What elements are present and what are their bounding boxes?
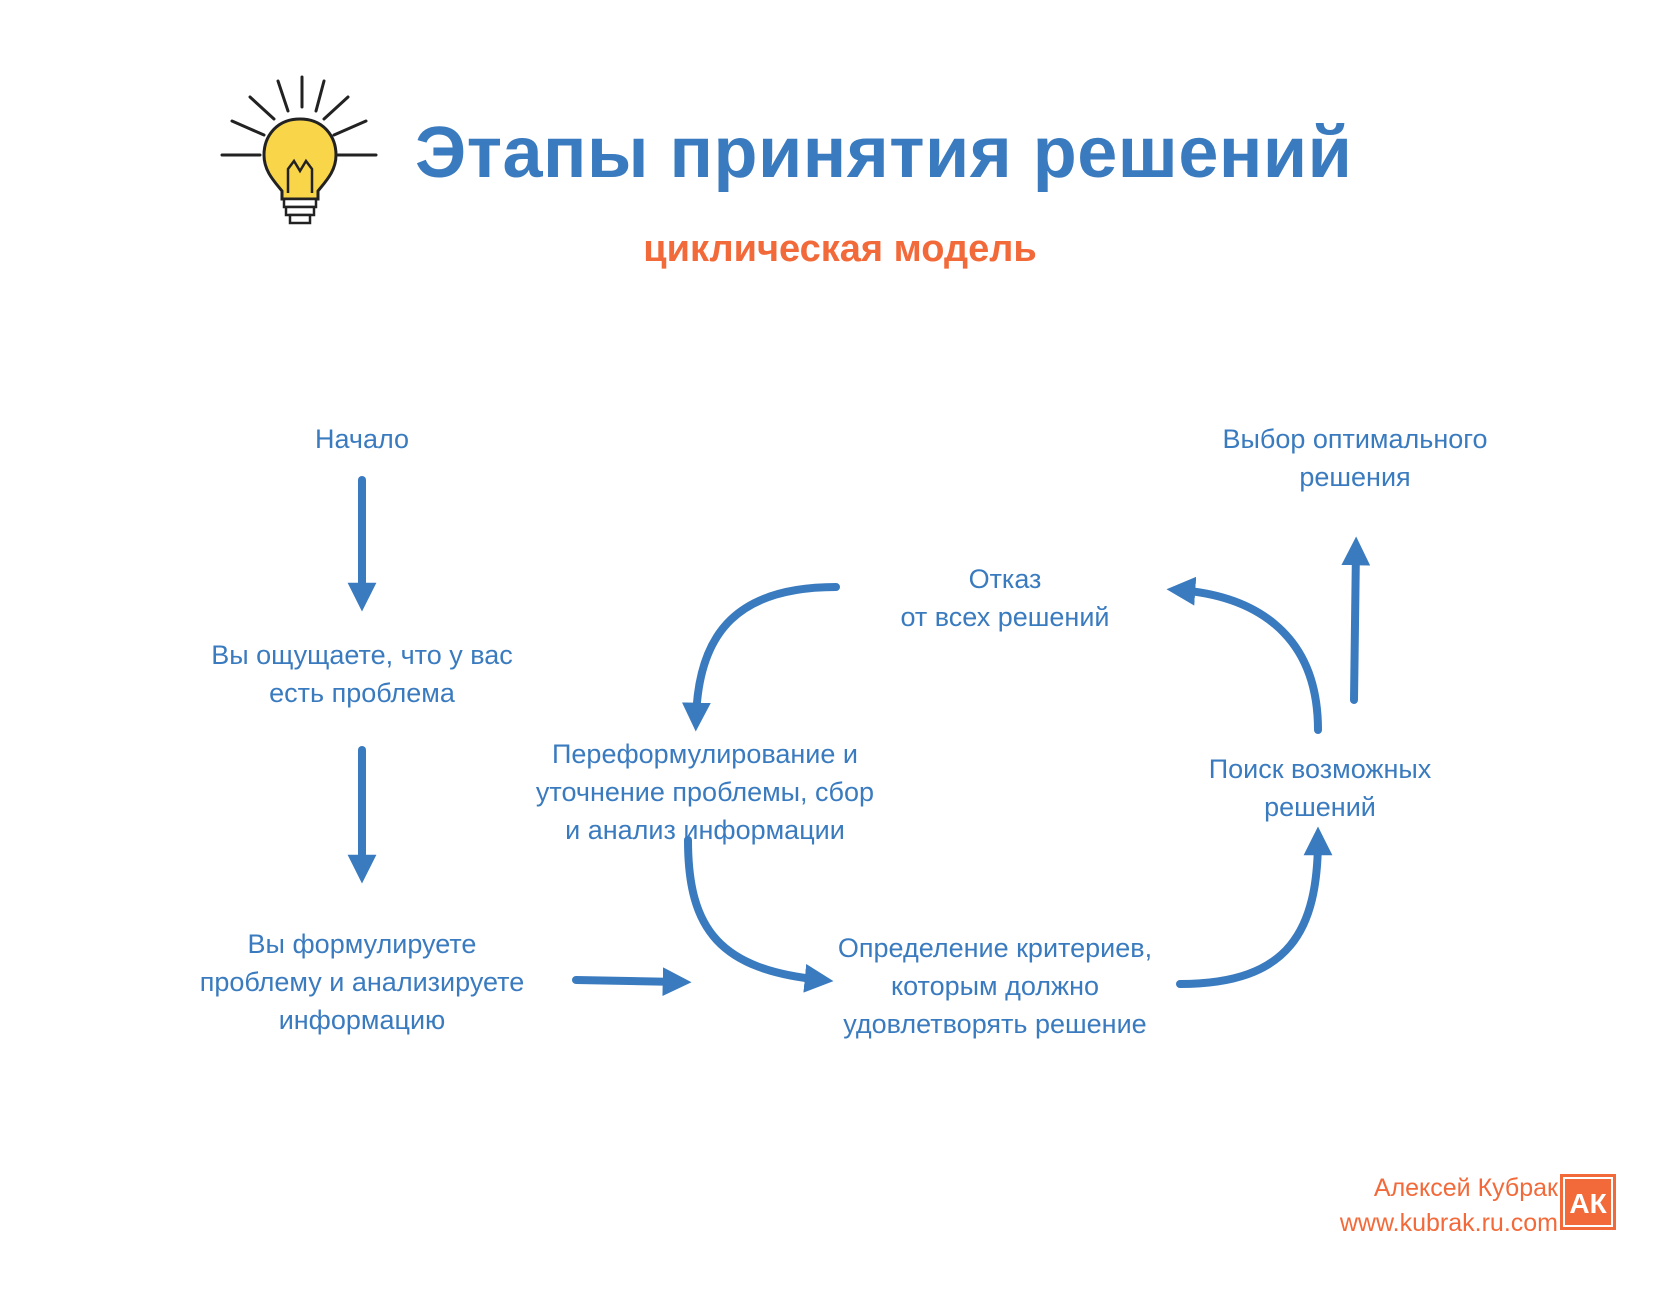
node-criteria: Определение критериев, которым должно уд… (837, 933, 1153, 1039)
page-subtitle: циклическая модель (643, 228, 1037, 270)
author-name: Алексей Кубрак (1373, 1174, 1558, 1202)
node-feel-problem: Вы ощущаете, что у вас есть проблема (211, 640, 513, 708)
page-title: Этапы принятия решений (415, 113, 1353, 193)
node-formulate: Вы формулируете проблему и анализируете … (199, 929, 525, 1035)
svg-text:АК: АК (1569, 1188, 1607, 1219)
node-reformulate: Переформулирование и уточнение проблемы,… (535, 739, 875, 845)
arrow-formulate-to-criteria (572, 967, 692, 997)
arrow-reformulate-to-criteria (684, 836, 834, 993)
node-search: Поиск возможных решений (1208, 754, 1432, 822)
lightbulb-icon (220, 75, 380, 240)
arrow-reject-to-reformulate (681, 583, 840, 732)
arrow-criteria-to-search (1176, 826, 1333, 988)
author-site[interactable]: www.kubrak.ru.com (1339, 1209, 1558, 1237)
node-choose: Выбор оптимального решения (1222, 424, 1488, 492)
logo-icon: АК (1560, 1174, 1616, 1230)
arrow-search-to-choose (1341, 536, 1371, 704)
node-reject: Отказ от всех решений (900, 564, 1110, 632)
node-start: Начало (314, 424, 410, 454)
arrow-search-to-reject (1166, 576, 1322, 734)
author-credit: Алексей Кубрак www.kubrak.ru.com (1340, 1171, 1558, 1241)
